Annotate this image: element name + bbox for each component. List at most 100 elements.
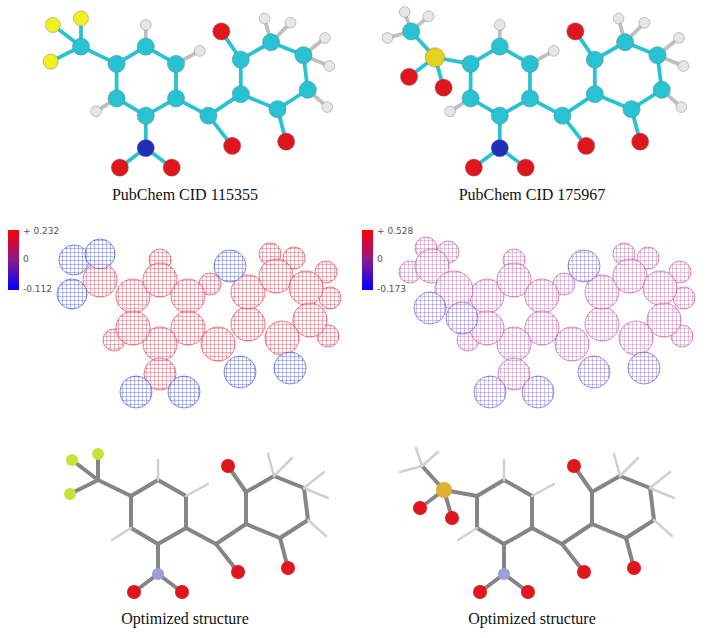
atom-ball bbox=[137, 38, 154, 55]
stick-bond bbox=[246, 476, 274, 492]
atom-ball bbox=[425, 48, 444, 67]
atom-ball bbox=[548, 45, 559, 56]
stick-bond bbox=[654, 520, 672, 536]
atom-ball bbox=[678, 61, 689, 72]
atom-sphere bbox=[127, 585, 141, 599]
atom-sphere bbox=[231, 565, 245, 579]
stick-bond bbox=[184, 496, 188, 528]
atom-ball bbox=[521, 55, 538, 72]
stick-molecule bbox=[64, 448, 328, 599]
color-bar bbox=[362, 230, 373, 290]
atom-sphere bbox=[577, 565, 591, 579]
stick-bond bbox=[650, 472, 670, 488]
molecule-group bbox=[43, 7, 695, 599]
structure-caption: PubChem CID 175967 bbox=[459, 186, 606, 204]
atom-ball bbox=[259, 13, 270, 24]
atom-sphere bbox=[175, 585, 189, 599]
atom-ball bbox=[491, 38, 508, 55]
esp-mesh-sphere bbox=[171, 279, 205, 313]
atom-ball bbox=[72, 38, 89, 55]
atom-ball bbox=[137, 107, 154, 124]
structure-caption: PubChem CID 115355 bbox=[112, 186, 258, 204]
scale-value: -0.112 bbox=[22, 284, 53, 295]
atom-sphere bbox=[521, 585, 535, 599]
scale-value: + 0.528 bbox=[376, 226, 414, 237]
esp-mesh-sphere bbox=[525, 279, 559, 313]
esp-mesh-sphere bbox=[585, 307, 619, 341]
atom-sphere bbox=[567, 459, 581, 473]
esp-mesh-sphere bbox=[168, 376, 200, 408]
atom-ball bbox=[521, 90, 538, 107]
atom-ball bbox=[653, 81, 670, 98]
ball-molecule bbox=[382, 7, 689, 177]
atom-ball bbox=[445, 106, 456, 117]
mesh-molecule bbox=[57, 239, 341, 408]
atom-ball bbox=[586, 85, 603, 102]
structure-caption: Optimized structure bbox=[468, 610, 596, 628]
atom-ball bbox=[232, 51, 249, 68]
atom-ball bbox=[517, 159, 534, 176]
stick-bond bbox=[477, 480, 504, 496]
atom-ball bbox=[462, 55, 479, 72]
esp-mesh-sphere bbox=[265, 321, 299, 355]
atom-ball bbox=[423, 11, 434, 22]
stick-bond bbox=[274, 458, 292, 476]
stick-bond bbox=[458, 528, 477, 540]
stick-bond bbox=[304, 472, 324, 488]
atom-sphere bbox=[436, 482, 452, 498]
stick-bond bbox=[504, 480, 532, 496]
atom-ball bbox=[613, 13, 624, 24]
stick-bond bbox=[274, 476, 304, 488]
esp-mesh-sphere bbox=[555, 327, 589, 361]
atom-sphere bbox=[445, 511, 459, 525]
stick-bond bbox=[416, 448, 422, 466]
stick-bond bbox=[98, 480, 131, 496]
atom-ball bbox=[676, 102, 687, 113]
atom-ball bbox=[382, 33, 393, 44]
atom-ball bbox=[616, 34, 633, 51]
esp-mesh-sphere bbox=[628, 352, 660, 384]
atom-ball bbox=[163, 159, 180, 176]
esp-mesh-sphere bbox=[578, 356, 610, 388]
stick-bond bbox=[422, 452, 438, 466]
stick-bond bbox=[280, 520, 308, 538]
esp-mesh-sphere bbox=[116, 311, 150, 345]
stick-bond bbox=[186, 484, 208, 496]
scale-value: + 0.232 bbox=[22, 226, 60, 237]
stick-bond bbox=[650, 488, 674, 498]
atom-ball bbox=[194, 45, 205, 56]
atom-ball bbox=[567, 23, 584, 40]
atom-ball bbox=[320, 33, 331, 44]
atom-ball bbox=[324, 61, 335, 72]
stick-bond bbox=[620, 458, 638, 476]
stick-bond bbox=[475, 496, 479, 528]
stick-bond bbox=[592, 476, 620, 492]
stick-bond bbox=[216, 524, 246, 544]
esp-mesh-sphere bbox=[201, 327, 235, 361]
atom-sphere bbox=[473, 585, 487, 599]
stick-bond bbox=[304, 488, 308, 520]
stick-bond bbox=[650, 488, 654, 520]
atom-ball bbox=[649, 47, 666, 64]
esp-mesh-sphere bbox=[619, 321, 653, 355]
atom-ball bbox=[167, 90, 184, 107]
atom-ball bbox=[262, 34, 279, 51]
atom-ball bbox=[224, 137, 241, 154]
atom-ball bbox=[167, 55, 184, 72]
atom-ball bbox=[213, 23, 230, 40]
esp-mesh-sphere bbox=[568, 250, 600, 282]
esp-mesh-sphere bbox=[474, 376, 506, 408]
atom-sphere bbox=[281, 561, 295, 575]
stick-bond bbox=[131, 480, 158, 496]
atom-sphere bbox=[152, 568, 164, 580]
mesh-molecule bbox=[399, 237, 695, 408]
stick-bond bbox=[157, 460, 160, 480]
stick-bond bbox=[158, 528, 186, 544]
atom-ball bbox=[674, 33, 685, 44]
stick-bond bbox=[503, 460, 506, 480]
esp-mesh-sphere bbox=[522, 376, 554, 408]
atom-ball bbox=[232, 85, 249, 102]
stick-bond bbox=[592, 524, 626, 538]
atom-ball bbox=[465, 159, 482, 176]
stick-bond bbox=[400, 466, 422, 472]
